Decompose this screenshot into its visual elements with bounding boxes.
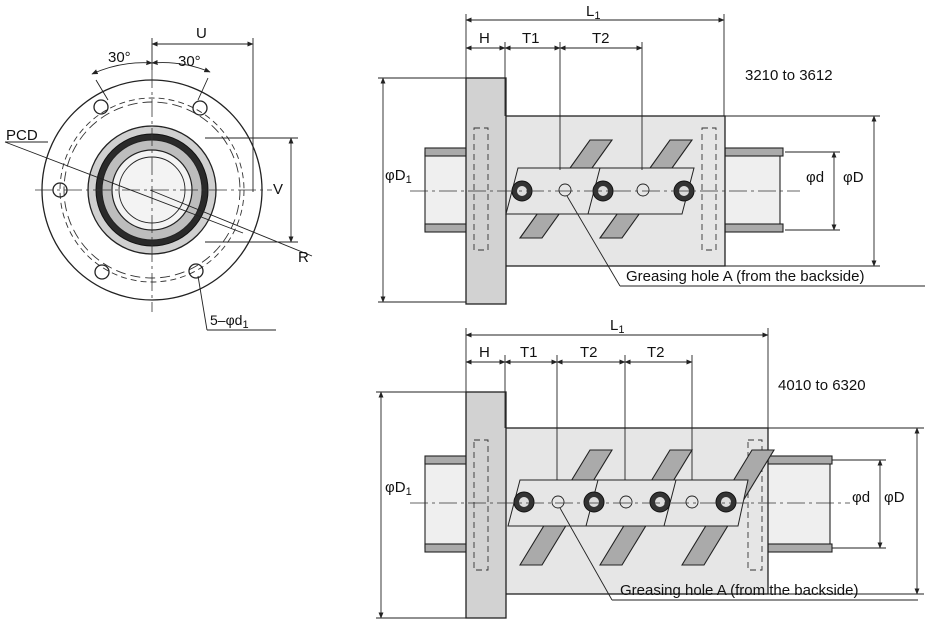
greasing-leader	[559, 507, 613, 601]
v-label: V	[273, 181, 283, 198]
flange-dashed	[473, 127, 489, 251]
u-label: U	[196, 25, 207, 42]
greasing-hole	[636, 183, 650, 197]
side-view-top: L1 H T1 T2 3210 to 3612 φD1 φd φD Greasi…	[378, 3, 925, 305]
mounting-hole	[192, 100, 208, 116]
h-label: H	[479, 30, 490, 47]
angle-left-label: 30°	[108, 49, 131, 66]
angle-arc-right	[151, 60, 211, 73]
shaft-band-left	[424, 147, 468, 157]
front-view: 30° 30° U V PCD R 5–φd1	[4, 25, 313, 331]
greasing-leader	[566, 195, 621, 287]
l1-label: L1	[610, 317, 624, 336]
D-label: φD	[884, 489, 905, 506]
flange-dashed	[473, 439, 489, 571]
d-label: φd	[806, 169, 824, 186]
pcd-leader	[4, 141, 244, 234]
greasing-hole	[551, 495, 565, 509]
t1-label: T1	[520, 344, 538, 361]
shaft-band-right	[724, 147, 784, 157]
body-end-dashed	[701, 127, 717, 251]
shaft-band-left-bottom	[424, 223, 468, 233]
holes-leader	[197, 275, 208, 331]
d1-label: φD1	[385, 479, 412, 498]
range-label: 3210 to 3612	[745, 67, 833, 84]
d-label: φd	[852, 489, 870, 506]
r-leader	[149, 189, 313, 257]
d1-label: φD1	[385, 167, 412, 186]
greasing-note: Greasing hole A (from the backside)	[626, 268, 864, 285]
t2-label: T2	[580, 344, 598, 361]
t2-label: T2	[647, 344, 665, 361]
side-view-bottom: L1 H T1 T2 T2 4010 to 6320 φD1 φd φD Gre…	[376, 317, 924, 619]
return-tube	[507, 449, 775, 566]
range-label: 4010 to 6320	[778, 377, 866, 394]
greasing-hole	[685, 495, 699, 509]
greasing-hole	[619, 495, 633, 509]
l1-label: L1	[586, 3, 600, 22]
mounting-hole	[94, 264, 110, 280]
t2-label: T2	[592, 30, 610, 47]
greasing-note: Greasing hole A (from the backside)	[620, 582, 858, 599]
r-label: R	[298, 249, 309, 266]
t1-label: T1	[522, 30, 540, 47]
pcd-label: PCD	[6, 127, 38, 144]
angle-arc-left	[91, 60, 153, 75]
mounting-hole	[188, 263, 204, 279]
h-label: H	[479, 344, 490, 361]
angle-right-label: 30°	[178, 53, 201, 70]
body-end-dashed	[747, 439, 763, 571]
greasing-hole	[558, 183, 572, 197]
holes-label: 5–φd1	[210, 312, 249, 331]
mounting-hole	[93, 99, 109, 115]
shaft-band-right-bottom	[724, 223, 784, 233]
retainer-screws	[513, 491, 737, 513]
D-label: φD	[843, 169, 864, 186]
nut-flange	[465, 391, 507, 619]
